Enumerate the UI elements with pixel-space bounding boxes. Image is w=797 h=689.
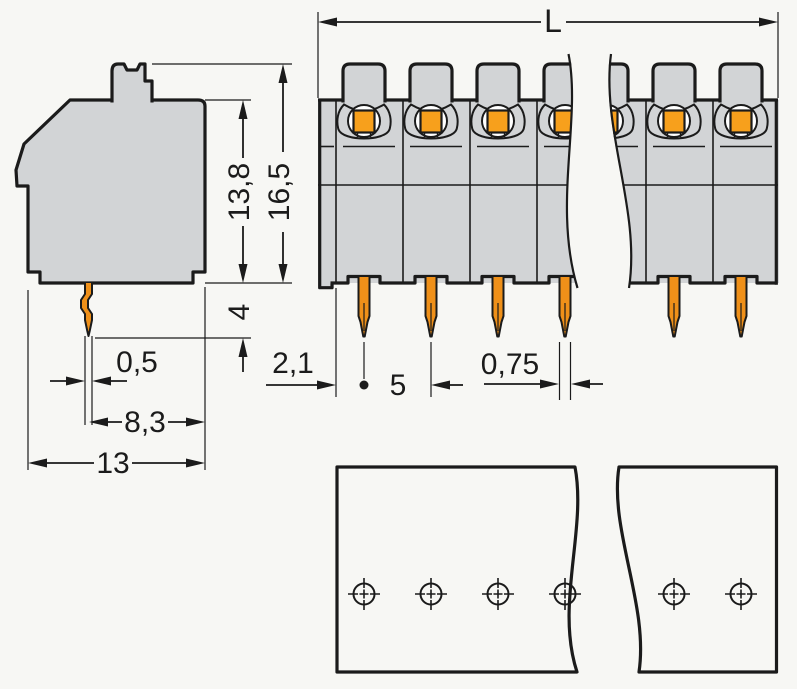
dimension-pole-pitch: 5 bbox=[359, 342, 463, 402]
front-body-right-piece bbox=[608, 62, 779, 339]
dim-label-overall-height: 16,5 bbox=[263, 163, 296, 221]
pcb-drill-pattern bbox=[335, 465, 779, 674]
dim-label-housing-height: 13,8 bbox=[223, 163, 256, 221]
drill-hole bbox=[724, 577, 758, 611]
break-wave-left bbox=[565, 53, 579, 289]
break-wave-right bbox=[608, 53, 633, 289]
dimension-housing-height: 13,8 bbox=[223, 100, 256, 283]
dim-label-housing-depth: 13 bbox=[96, 447, 129, 480]
dimension-edge-to-first-pole: 2,1 bbox=[266, 288, 337, 397]
ext-lines-pin-edges bbox=[84, 336, 93, 425]
dim-label-overall-length: L bbox=[544, 3, 562, 39]
dimension-pin-thickness: 0,5 bbox=[50, 346, 158, 386]
dim-label-pin-offset: 8,3 bbox=[124, 406, 166, 439]
drill-hole bbox=[657, 577, 691, 611]
front-body-left-piece bbox=[318, 62, 578, 339]
dim-label-pin-protrusion: 4 bbox=[223, 304, 256, 321]
dimension-housing-depth: 13 bbox=[28, 447, 205, 480]
dimension-overall-length: L bbox=[318, 3, 778, 39]
ext-lines-overall-length bbox=[317, 12, 779, 98]
side-housing-body bbox=[14, 98, 207, 285]
drill-hole bbox=[481, 577, 515, 611]
pcb-outline-right bbox=[615, 465, 779, 674]
drill-hole bbox=[548, 577, 582, 611]
side-push-tab bbox=[110, 62, 154, 103]
dim-label-front-pin-width: 0,75 bbox=[481, 348, 539, 381]
front-left-edge bbox=[318, 98, 334, 290]
pitch-reference-dot bbox=[359, 380, 369, 390]
drill-hole bbox=[347, 577, 381, 611]
dim-label-edge-to-first-pole: 2,1 bbox=[272, 347, 314, 380]
dim-label-pole-pitch: 5 bbox=[390, 369, 407, 402]
dimension-pin-protrusion: 4 bbox=[223, 304, 256, 372]
dimension-overall-height: 16,5 bbox=[263, 64, 296, 283]
side-view: 13,8 16,5 4 0,5 8,3 bbox=[14, 62, 296, 480]
dimension-front-pin-width: 0,75 bbox=[481, 342, 603, 400]
drill-hole bbox=[414, 577, 448, 611]
dim-label-pin-thickness: 0,5 bbox=[116, 346, 158, 379]
dimension-pin-offset: 8,3 bbox=[89, 406, 205, 439]
side-solder-pin bbox=[80, 283, 93, 337]
front-view: L 2,1 5 0,75 bbox=[266, 3, 779, 402]
pcb-outline-left bbox=[335, 465, 580, 674]
